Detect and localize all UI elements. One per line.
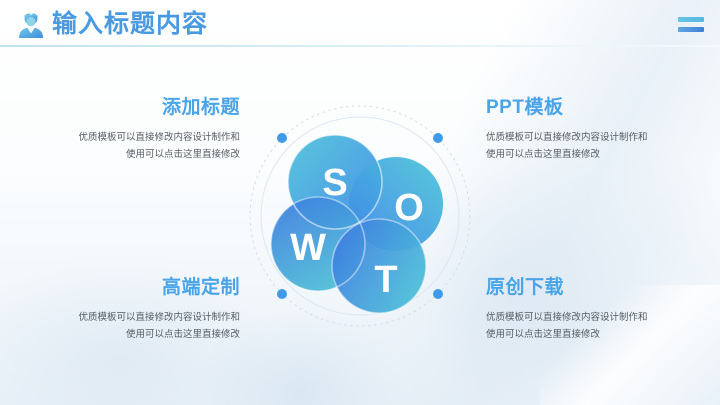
quadrant-heading: 高端定制: [161, 277, 240, 298]
quadrant-body-line2: 使用可以点击这里直接修改: [125, 149, 240, 160]
menu-bars-icon[interactable]: [678, 17, 704, 33]
inner-ring: [260, 116, 460, 316]
slide-header: 输入标题内容: [0, 0, 720, 47]
top-left-dot: [277, 133, 287, 143]
quadrant-body-line2: 使用可以点击这里直接修改: [125, 329, 240, 340]
quadrant-heading: 添加标题: [161, 97, 240, 118]
header-divider: [0, 45, 720, 47]
swot-letter-w: W: [290, 227, 326, 269]
quadrant-body: 优质模板可以直接修改内容设计制作和 使用可以点击这里直接修改: [0, 309, 240, 343]
swot-diagram: S O W T: [238, 104, 482, 328]
bottom-right-dot: [433, 289, 443, 299]
quadrant-body: 优质模板可以直接修改内容设计制作和 使用可以点击这里直接修改: [0, 129, 240, 163]
page-title: 输入标题内容: [52, 10, 209, 38]
quadrant-body-line2: 使用可以点击这里直接修改: [486, 149, 601, 160]
quadrant-body-line1: 优质模板可以直接修改内容设计制作和: [78, 132, 240, 143]
quadrant-bottom-right[interactable]: 原创下载 优质模板可以直接修改内容设计制作和 使用可以点击这里直接修改: [486, 276, 720, 343]
bottom-left-dot: [277, 289, 287, 299]
swot-letter-o: O: [394, 187, 424, 229]
quadrant-top-left[interactable]: 添加标题 优质模板可以直接修改内容设计制作和 使用可以点击这里直接修改: [0, 96, 240, 163]
outer-dashed-ring: [249, 105, 471, 327]
quadrant-heading: 原创下载: [486, 277, 565, 298]
top-right-dot: [433, 133, 443, 143]
quadrant-body-line1: 优质模板可以直接修改内容设计制作和: [486, 132, 648, 143]
quadrant-heading: PPT模板: [486, 97, 564, 118]
quadrant-body: 优质模板可以直接修改内容设计制作和 使用可以点击这里直接修改: [486, 129, 720, 163]
quadrant-top-right[interactable]: PPT模板 优质模板可以直接修改内容设计制作和 使用可以点击这里直接修改: [486, 96, 720, 163]
quadrant-body: 优质模板可以直接修改内容设计制作和 使用可以点击这里直接修改: [486, 309, 720, 343]
quadrant-bottom-left[interactable]: 高端定制 优质模板可以直接修改内容设计制作和 使用可以点击这里直接修改: [0, 276, 240, 343]
quadrant-body-line1: 优质模板可以直接修改内容设计制作和: [78, 312, 240, 323]
quadrant-body-line2: 使用可以点击这里直接修改: [486, 329, 601, 340]
swot-letter-s: S: [322, 162, 347, 204]
quadrant-body-line1: 优质模板可以直接修改内容设计制作和: [486, 312, 648, 323]
doctor-icon: [14, 9, 48, 39]
swot-circle-t: [332, 219, 426, 313]
swot-letter-t: T: [374, 259, 397, 301]
